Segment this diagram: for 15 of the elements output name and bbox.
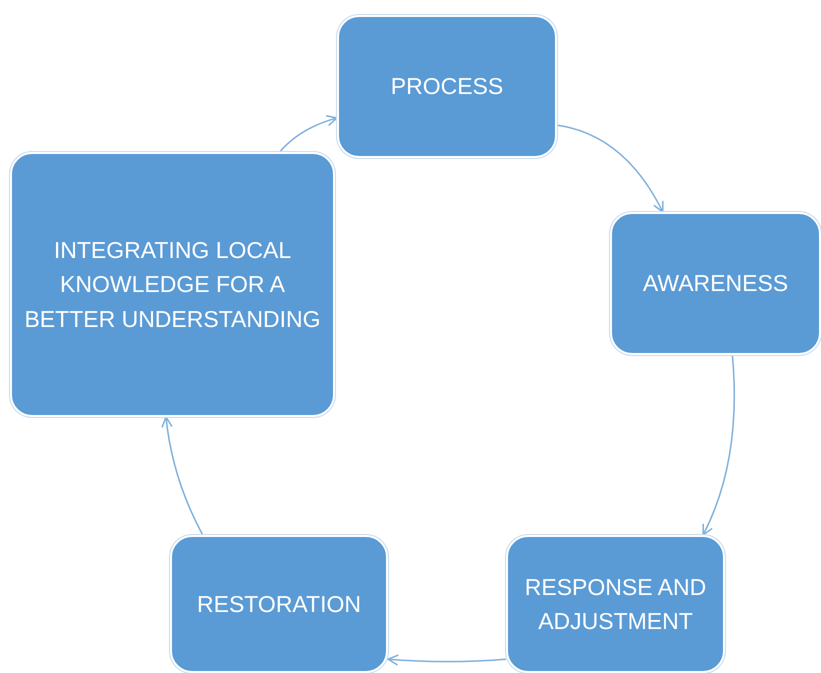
process-box [10, 152, 335, 417]
process-box [337, 15, 557, 158]
box-label: PROCESS [390, 72, 504, 102]
box-label: AWARENESS [642, 269, 788, 298]
curved-arrow [556, 124, 664, 213]
curved-arrow [387, 654, 506, 666]
process-box [170, 535, 388, 673]
box-label: RESPONSE AND ADJUSTMENT [524, 572, 708, 636]
box-label: INTEGRATING LOCAL KNOWLEDGE FOR A BETTER UNDERSTANDING [23, 236, 322, 334]
curved-arrow [702, 354, 735, 536]
process-box [506, 535, 725, 673]
box-label: RESTORATION [197, 590, 361, 619]
process-box [610, 212, 821, 355]
curved-arrow [161, 416, 204, 536]
curved-arrow [279, 115, 338, 152]
